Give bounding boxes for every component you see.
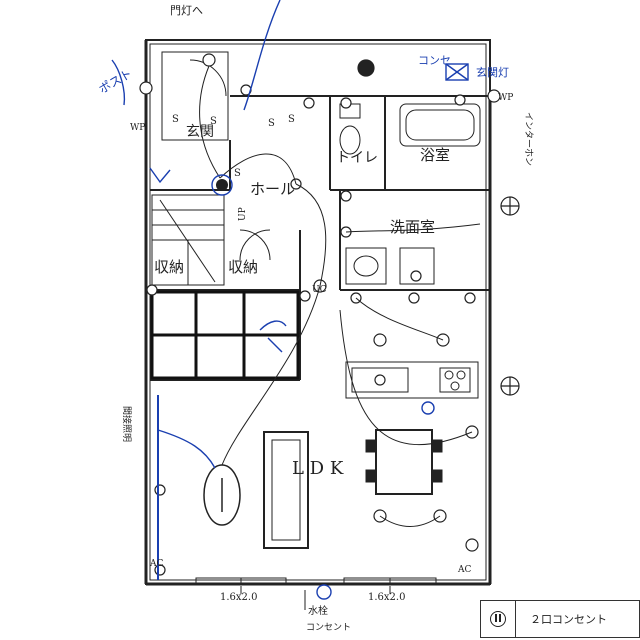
exterior-walls [144, 39, 492, 586]
uc-label: UC [312, 285, 327, 295]
left-wall-note: 間接照明 [121, 406, 133, 442]
room-label-ldk: L D K [292, 458, 344, 479]
outlet-note-label: コンセント [306, 622, 351, 633]
ac-left-label: AC [149, 559, 163, 569]
legend-box: ２口コンセント [480, 600, 640, 638]
kitchen-counter [345, 361, 479, 399]
wp-left-label: WP [130, 123, 145, 133]
room-label-genkan: 玄関 [186, 123, 214, 140]
double-outlet-icon [481, 601, 516, 637]
interior-walls [150, 95, 490, 381]
handwritten-entry-light: 玄関灯 [476, 65, 509, 79]
wiring [199, 65, 481, 527]
room-label-hall: ホール [250, 180, 295, 198]
room-label-storage-right: 収納 [228, 258, 258, 276]
window-left-size: 1.6x2.0 [220, 592, 257, 603]
intercom-label: インターホン [523, 112, 534, 166]
stairs-up-label: UP [238, 207, 248, 221]
washbasin [345, 247, 435, 285]
wp-right-label: WP [498, 93, 513, 103]
window-right-size: 1.6x2.0 [368, 592, 405, 603]
exterior-lamps [357, 59, 520, 396]
bathtub [399, 103, 481, 147]
switch-s4: S [288, 114, 295, 125]
handwritten-post: ポスト [96, 66, 134, 96]
room-label-bath: 浴室 [420, 146, 450, 164]
legend-text: ２口コンセント [530, 613, 607, 626]
dining-set [365, 429, 443, 495]
toilet-fixture [339, 103, 361, 155]
bottom-windows [195, 577, 437, 585]
ac-right-label: AC [457, 565, 471, 575]
switch-s1: S [172, 114, 179, 125]
room-label-toilet: トイレ [336, 150, 378, 166]
sofa [263, 431, 309, 549]
closet-grid [150, 290, 300, 380]
staircase [151, 194, 225, 286]
genkan-area [161, 51, 229, 141]
storage-doors [239, 229, 271, 261]
room-label-washroom: 洗面室 [390, 218, 435, 236]
blue-annotations [111, 0, 469, 600]
switch-s5: S [234, 168, 241, 179]
room-label-storage-left: 収納 [154, 258, 184, 276]
handwritten-outlet: コンセ [418, 54, 451, 67]
switch-s3: S [268, 118, 275, 129]
dimension-ticks [240, 586, 391, 610]
switch-s2: S [210, 116, 217, 127]
label-gate-light: 門灯へ [170, 4, 203, 17]
coffee-table [203, 464, 241, 526]
water-post-label: 水栓 [308, 604, 328, 617]
